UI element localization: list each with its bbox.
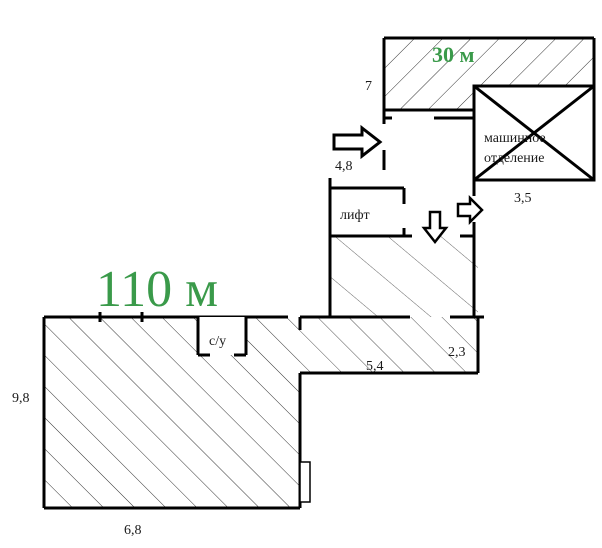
entry-arrow-left xyxy=(332,124,383,160)
dimension-9-8: 9,8 xyxy=(12,391,30,406)
dimension-4-8: 4,8 xyxy=(335,159,353,174)
corridor xyxy=(328,178,478,317)
dimension-2-3: 2,3 xyxy=(448,345,466,360)
wc-room: с/у xyxy=(196,317,248,357)
top-area-label: 30 м xyxy=(432,42,475,67)
dimension-5-4: 5,4 xyxy=(366,359,384,374)
entry-arrow-down xyxy=(421,210,449,245)
machine-room-label-2: отделение xyxy=(484,151,544,166)
dimension-7: 7 xyxy=(365,79,372,94)
entry-arrow-right xyxy=(456,194,484,226)
main-area-label: 110 м xyxy=(96,261,218,318)
elevator-shaft: лифт xyxy=(330,186,406,236)
top-room xyxy=(382,36,596,112)
machine-room-label-1: машинное xyxy=(484,131,546,146)
dimension-3-5: 3,5 xyxy=(514,191,532,206)
main-room xyxy=(42,312,484,510)
wc-label: с/у xyxy=(209,334,226,349)
dimension-6-8: 6,8 xyxy=(124,523,142,538)
elevator-label: лифт xyxy=(340,208,370,223)
machine-room: машинное отделение xyxy=(472,84,596,182)
